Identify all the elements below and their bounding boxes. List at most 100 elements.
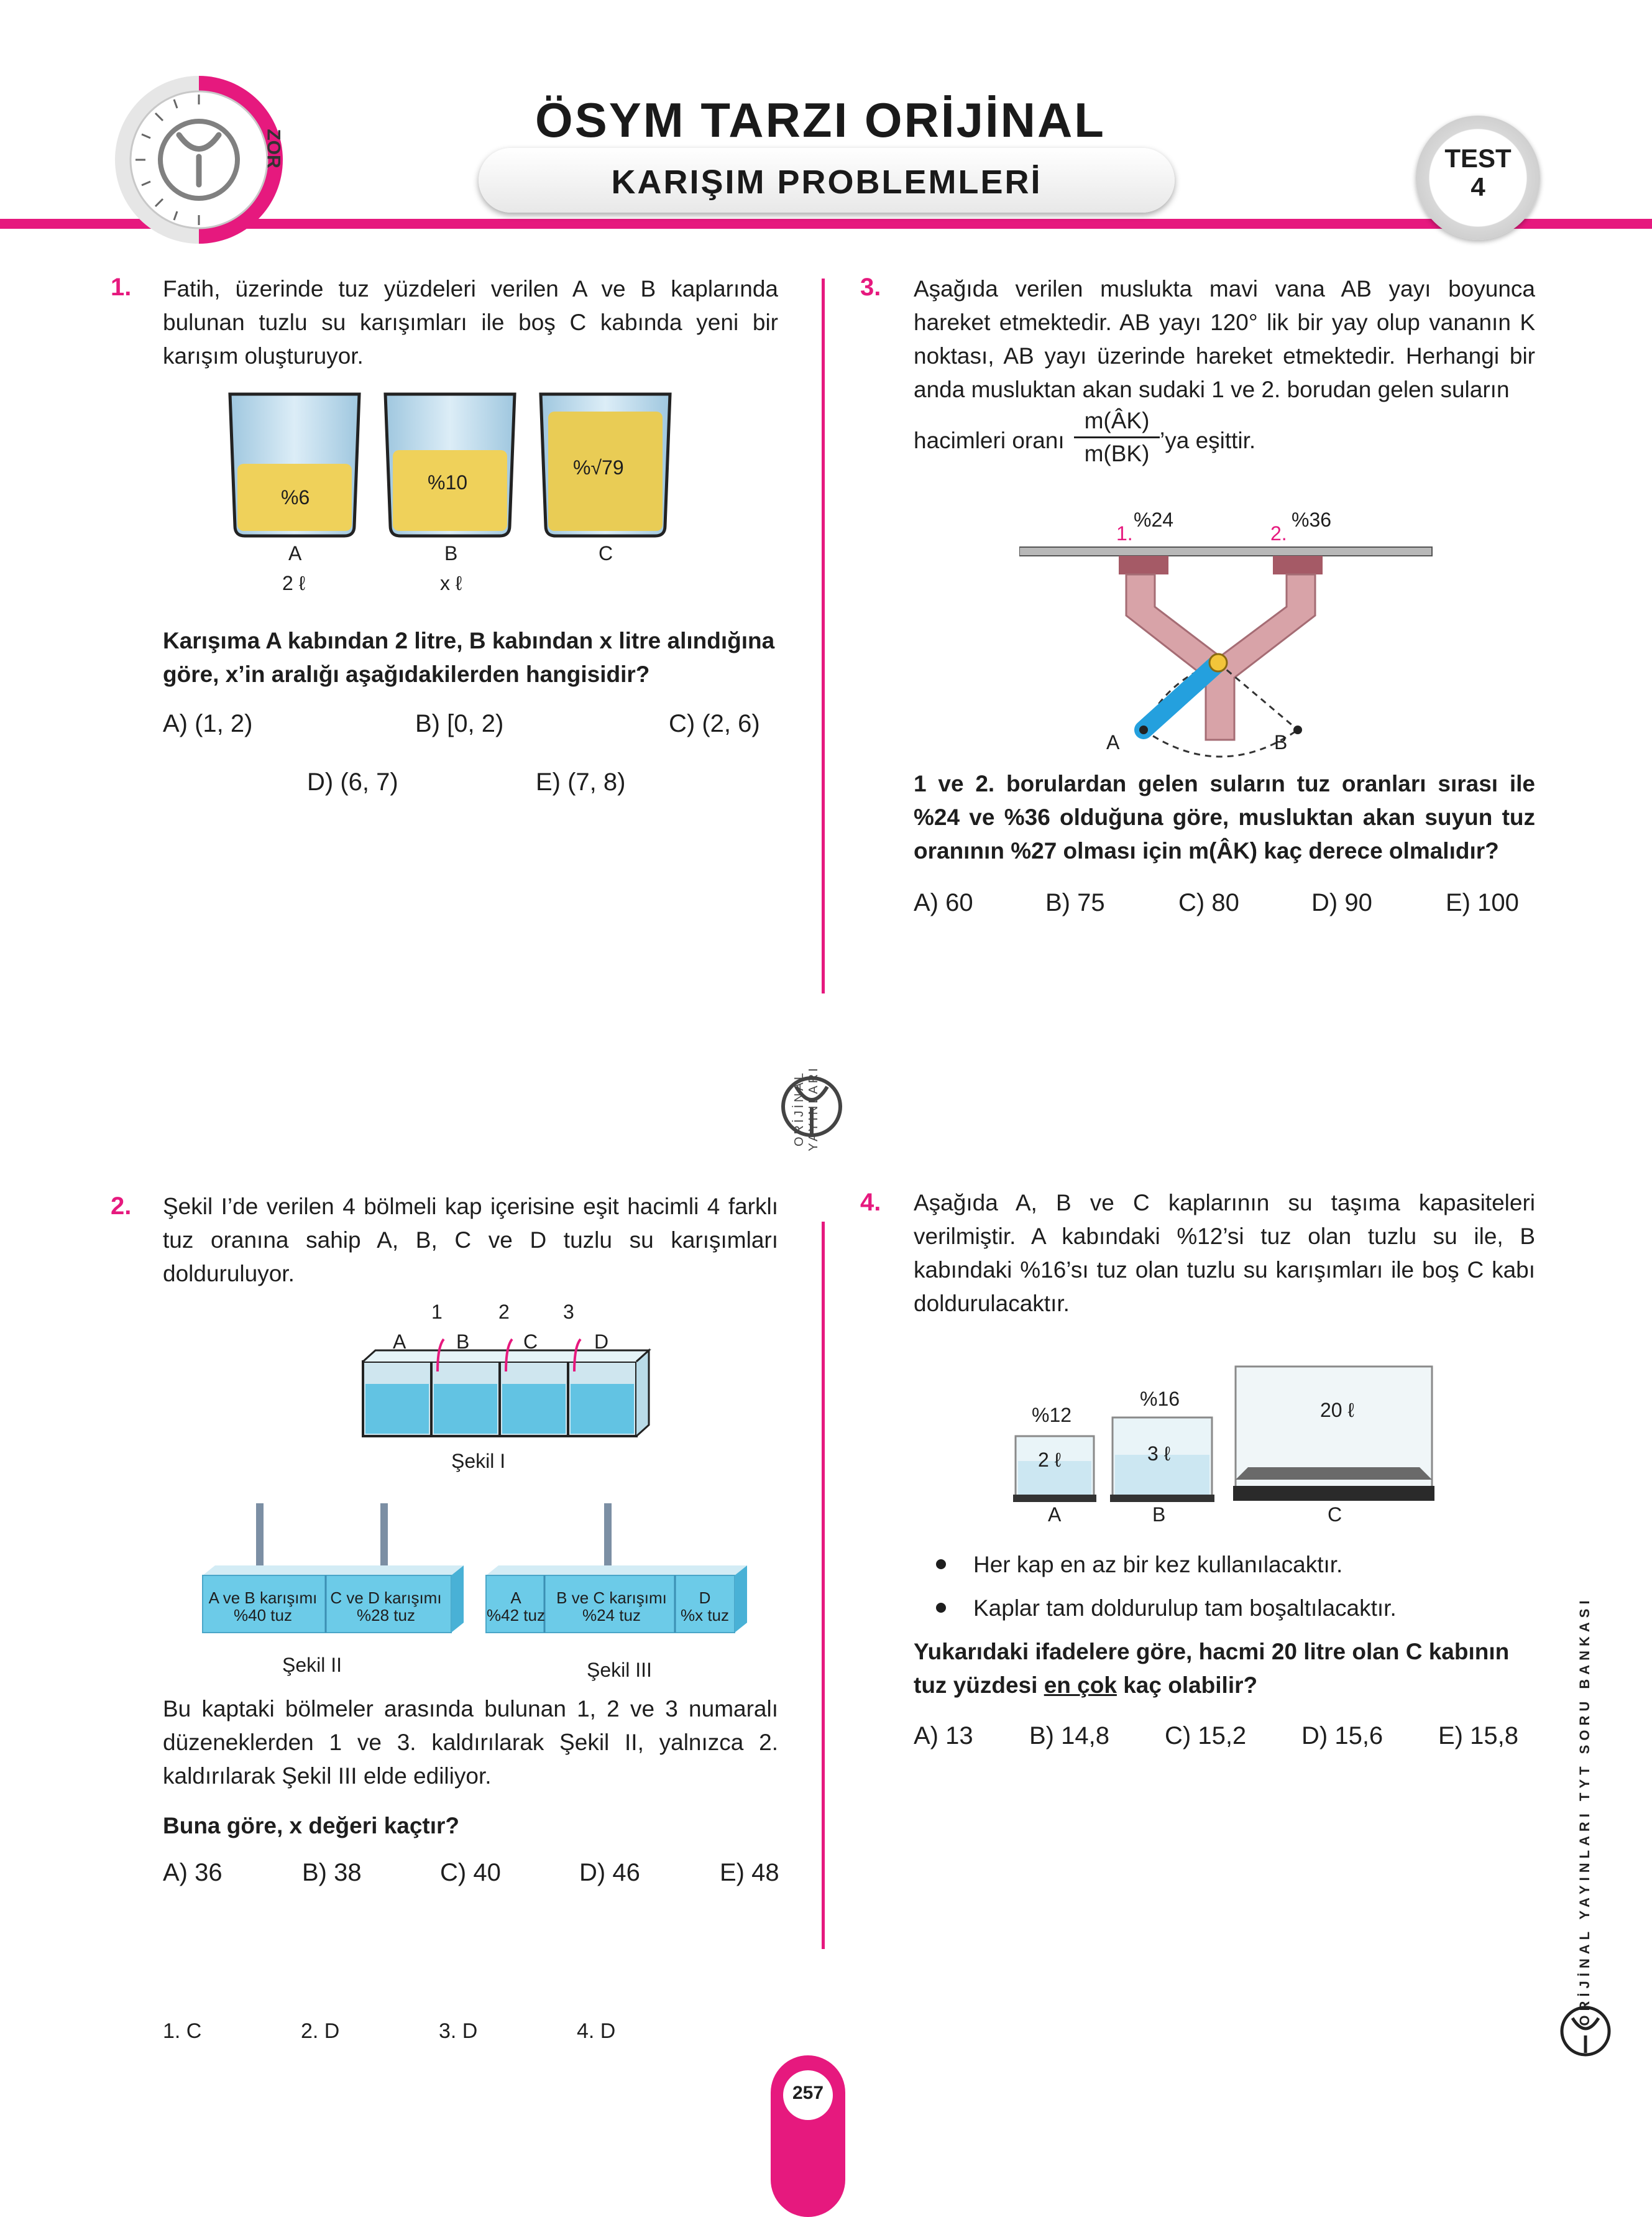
page-subtitle: KARIŞIM PROBLEMLERİ	[611, 164, 1042, 201]
difficulty-label: ZOR	[263, 129, 284, 168]
q2-fig2-left-value: %40 tuz	[234, 1606, 292, 1625]
header-rule	[0, 219, 1652, 229]
q2-fig1-letter-d: D	[594, 1330, 609, 1353]
q2-fig1-letter-b: B	[456, 1330, 470, 1353]
q4-bullet-1: Her kap en az bir kez kullanılacaktır.	[973, 1552, 1343, 1577]
q1-beaker-a-vol: 2 ℓ	[282, 572, 306, 594]
q4-bullet-2-icon	[936, 1603, 946, 1613]
q2-fig1-letter-c: C	[523, 1330, 538, 1353]
q4-text: Aşağıda A, B ve C kaplarının su taşıma k…	[914, 1190, 1535, 1316]
q1-beaker-c-pct: %√79	[573, 456, 624, 479]
side-series-text: ORİJİNAL YAYINLARI TYT SORU BANKASI	[1577, 1596, 1592, 2026]
q3-option-b[interactable]: B) 75	[1045, 889, 1105, 916]
q4-question-part-b: kaç olabilir?	[1116, 1672, 1258, 1698]
q4-tanks-figure	[1013, 1365, 1434, 1502]
center-logo-text: ORİJİNAL YAYINLARI	[792, 1066, 820, 1151]
subtitle-pill	[479, 148, 1175, 213]
page-number-circle	[783, 2070, 833, 2120]
q4-number: 4.	[860, 1189, 881, 1216]
q2-fig3-bc-box: B ve C karışımı %24 tuz	[549, 1589, 674, 1624]
q3-ratio-prefix: hacimleri oranı	[914, 428, 1065, 453]
q2-fig2-caption: Şekil II	[282, 1654, 342, 1676]
q1-option-a[interactable]: A) (1, 2)	[163, 710, 253, 737]
q2-fig3-a-label: A	[510, 1588, 521, 1607]
side-logo-icon	[1560, 2006, 1611, 2057]
q4-question-underlined: en çok	[1044, 1672, 1117, 1698]
q4-question: Yukarıdaki ifadelere göre, hacmi 20 litr…	[914, 1635, 1535, 1702]
q2-text: Şekil I’de verilen 4 bölmeli kap içerisi…	[163, 1194, 778, 1286]
q2-option-a[interactable]: A) 36	[163, 1859, 223, 1886]
test-label-text: TEST	[1444, 144, 1512, 173]
q3-faucet-figure	[1019, 546, 1433, 758]
q4-tank-a-pct: %12	[1032, 1404, 1072, 1426]
q2-figure-3	[485, 1503, 747, 1633]
q2-fig1-number-2: 2	[498, 1301, 510, 1323]
test-label: TEST 4	[1416, 144, 1540, 201]
q2-fig3-caption: Şekil III	[587, 1659, 652, 1681]
q3-ratio-denominator: m(BK)	[1074, 436, 1160, 469]
q1-beakers-figure	[228, 392, 672, 538]
q2-number: 2.	[111, 1192, 132, 1220]
publisher-logo-icon	[781, 1076, 842, 1137]
q3-point-a: A	[1106, 731, 1120, 754]
q1-beaker-c-name: C	[599, 542, 613, 565]
q2-option-e[interactable]: E) 48	[720, 1859, 779, 1886]
q4-option-b[interactable]: B) 14,8	[1029, 1722, 1109, 1749]
q3-number: 3.	[860, 274, 881, 301]
q1-beaker-b-pct: %10	[428, 471, 468, 494]
q4-tank-b-name: B	[1152, 1503, 1166, 1526]
q4-tank-b-vol: 3 ℓ	[1147, 1442, 1171, 1465]
column-divider-top	[822, 279, 825, 993]
answer-2: 2. D	[301, 2019, 340, 2043]
q4-tank-a-vol: 2 ℓ	[1038, 1449, 1062, 1471]
q4-bullet-2: Kaplar tam doldurulup tam boşaltılacaktı…	[973, 1595, 1397, 1621]
q2-fig3-d-label: D	[699, 1588, 711, 1607]
q2-fig3-a-box: A %42 tuz	[485, 1589, 547, 1624]
q3-point-k: K	[1130, 699, 1142, 718]
q2-fig3-a-value: %42 tuz	[487, 1606, 545, 1625]
q2-figure-2	[202, 1503, 464, 1633]
q2-fig2-right-label: C ve D karışımı	[330, 1588, 442, 1607]
q1-beaker-a-name: A	[288, 542, 302, 565]
q3-ratio: m(ÂK) m(BK)	[1074, 405, 1160, 469]
answer-4: 4. D	[577, 2019, 616, 2043]
answer-3: 3. D	[439, 2019, 478, 2043]
q1-beaker-b-vol: x ℓ	[440, 572, 462, 594]
q4-question-part-a: Yukarıdaki ifadelere göre, hacmi 20 litr…	[914, 1639, 1510, 1698]
q4-option-a[interactable]: A) 13	[914, 1722, 973, 1749]
q1-text: Fatih, üzerinde tuz yüzdeleri verilen A …	[163, 276, 778, 369]
q2-fig1-number-1: 1	[431, 1301, 443, 1323]
q3-option-e[interactable]: E) 100	[1446, 889, 1519, 916]
q4-tank-c-name: C	[1328, 1503, 1342, 1526]
q3-ratio-suffix: ’ya eşittir.	[1160, 428, 1256, 453]
q2-fig3-bc-value: %24 tuz	[582, 1606, 641, 1625]
q3-point-b: B	[1274, 731, 1288, 754]
q2-option-c[interactable]: C) 40	[440, 1859, 501, 1886]
q1-option-d[interactable]: D) (6, 7)	[307, 768, 398, 796]
q1-option-e[interactable]: E) (7, 8)	[536, 768, 626, 796]
test-number: 4	[1471, 172, 1485, 201]
q2-option-d[interactable]: D) 46	[579, 1859, 640, 1886]
q1-option-b[interactable]: B) [0, 2)	[415, 710, 504, 737]
q4-tank-b-pct: %16	[1140, 1388, 1180, 1410]
q1-option-c[interactable]: C) (2, 6)	[669, 710, 760, 737]
q2-fig3-bc-label: B ve C karışımı	[556, 1588, 667, 1607]
q2-fig2-right-value: %28 tuz	[357, 1606, 415, 1625]
q4-option-c[interactable]: C) 15,2	[1165, 1722, 1247, 1749]
q2-option-b[interactable]: B) 38	[302, 1859, 362, 1886]
q2-fig2-left-label: A ve B karışımı	[208, 1588, 318, 1607]
q4-option-d[interactable]: D) 15,6	[1301, 1722, 1384, 1749]
q3-option-a[interactable]: A) 60	[914, 889, 973, 916]
q3-pipe1-pct: %24	[1134, 509, 1174, 531]
q4-option-e[interactable]: E) 15,8	[1438, 1722, 1518, 1749]
q4-tank-c-vol: 20 ℓ	[1320, 1399, 1354, 1421]
q3-option-c[interactable]: C) 80	[1178, 889, 1239, 916]
difficulty-dial-icon	[115, 76, 283, 244]
q2-text2: Bu kaptaki bölmeler arasında bulunan 1, …	[163, 1696, 778, 1789]
q2-fig3-d-box: D %x tuz	[674, 1589, 736, 1624]
q3-pipe2-pct: %36	[1292, 509, 1332, 531]
q3-option-d[interactable]: D) 90	[1311, 889, 1372, 916]
q2-fig1-caption: Şekil I	[451, 1450, 506, 1472]
q1-beaker-b-name: B	[444, 542, 458, 565]
q2-fig1-number-3: 3	[563, 1301, 574, 1323]
